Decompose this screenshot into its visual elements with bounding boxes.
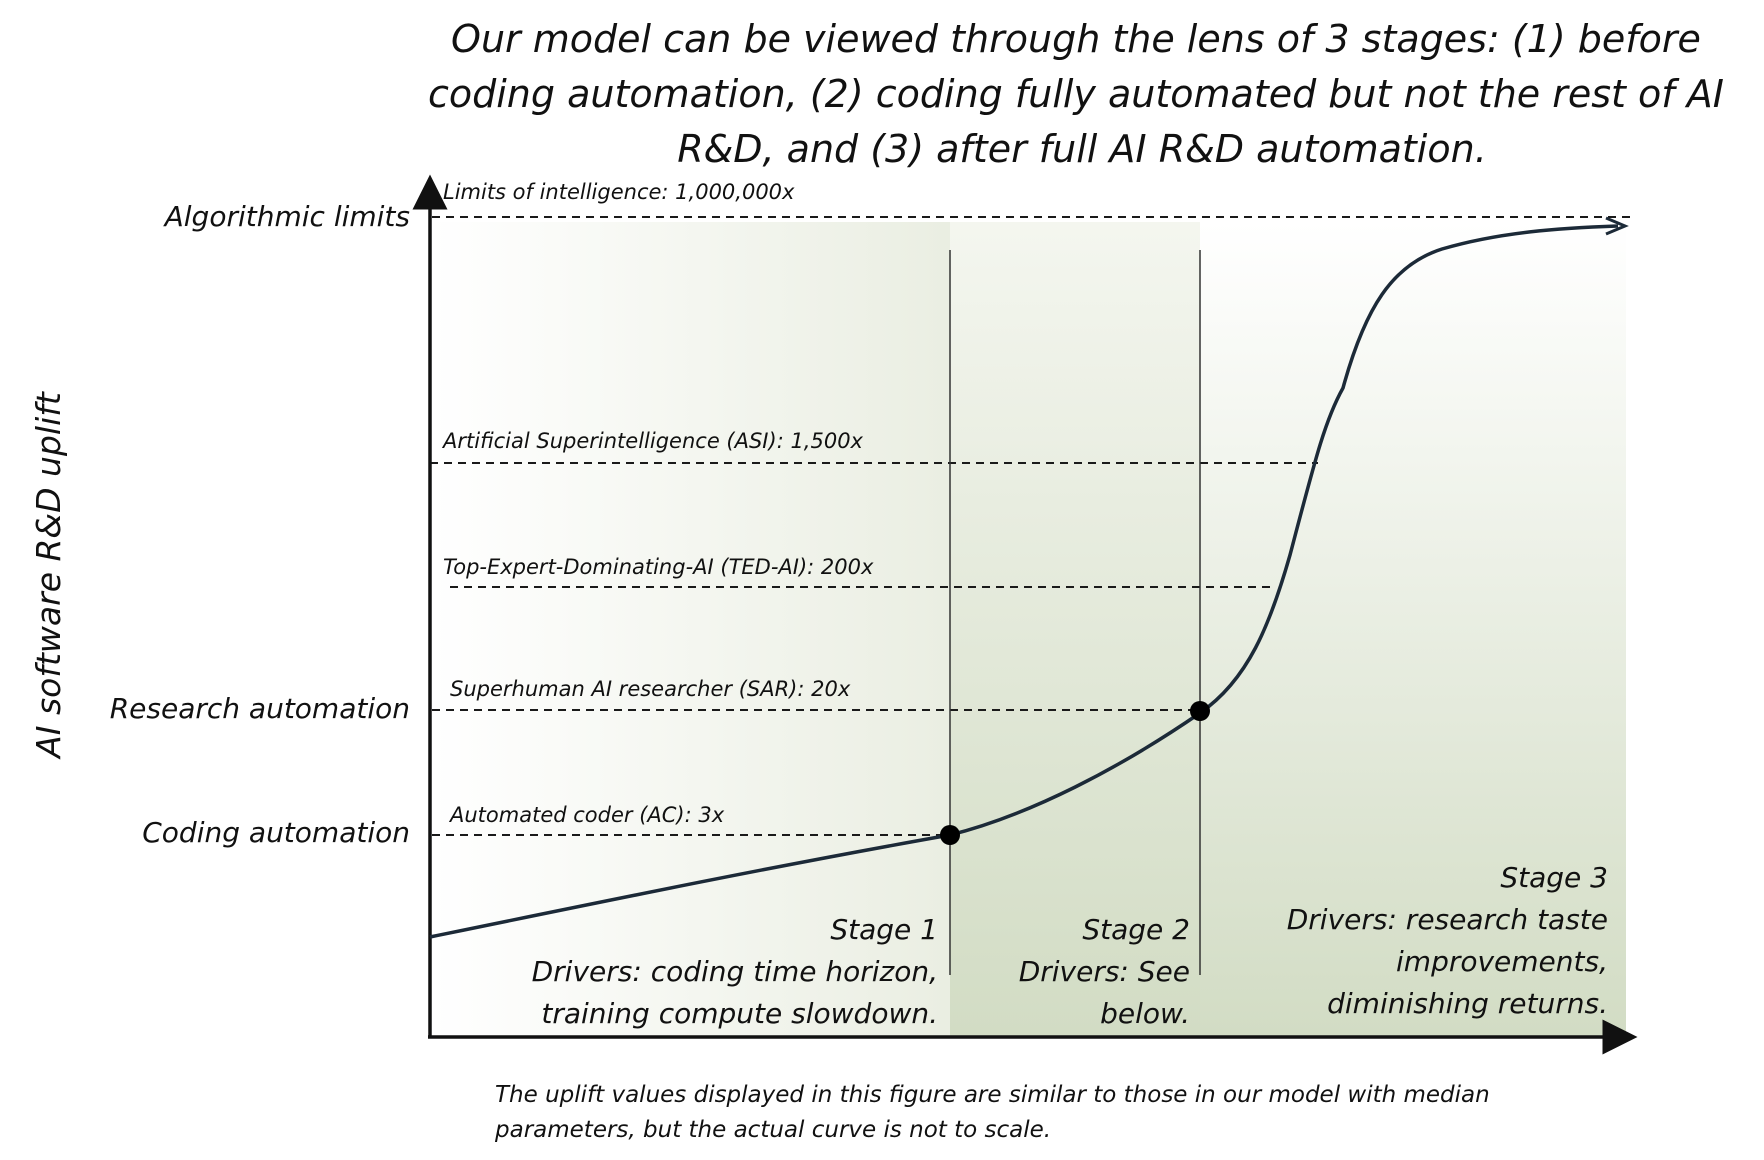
figure-title-line-3: R&D, and (3) after full AI R&D automatio…: [677, 127, 1487, 171]
coding-automation-point: [940, 825, 960, 845]
stage3-region: [1200, 222, 1626, 1037]
stage3-drivers-line-2: improvements,: [1396, 945, 1608, 978]
research-automation-point: [1190, 701, 1210, 721]
stage2-drivers-line-1: Drivers: See: [1019, 955, 1190, 988]
stage1-region: [430, 222, 950, 1037]
milestone-ac-label: Automated coder (AC): 3x: [448, 803, 725, 827]
milestone-ted-ai-label: Top-Expert-Dominating-AI (TED-AI): 200x: [443, 555, 874, 579]
footnote-line-2: parameters, but the actual curve is not …: [494, 1117, 1051, 1143]
stage1-drivers-line-1: Drivers: coding time horizon,: [532, 955, 938, 988]
stage1-title: Stage 1: [830, 913, 938, 946]
figure-title-line-2: coding automation, (2) coding fully auto…: [428, 72, 1724, 116]
stage1-drivers-line-2: training compute slowdown.: [541, 997, 938, 1030]
figure-title-line-1: Our model can be viewed through the lens…: [451, 17, 1701, 61]
milestone-asi-label: Artificial Superintelligence (ASI): 1,50…: [441, 429, 864, 453]
level-label-algorithmic-limits: Algorithmic limits: [163, 200, 410, 233]
y-axis-label: AI software R&D uplift: [29, 391, 68, 760]
stage3-drivers-line-1: Drivers: research taste: [1287, 903, 1608, 936]
footnote: The uplift values displayed in this figu…: [494, 1082, 1497, 1143]
footnote-line-1: The uplift values displayed in this figu…: [495, 1082, 1490, 1108]
milestone-sar-label: Superhuman AI researcher (SAR): 20x: [450, 677, 851, 701]
level-label-coding-automation: Coding automation: [142, 816, 410, 849]
milestone-limits-label: Limits of intelligence: 1,000,000x: [443, 180, 795, 204]
uplift-curve: [429, 224, 1619, 939]
stage2-region: [950, 222, 1200, 1037]
stage2-drivers-line-2: below.: [1100, 997, 1190, 1030]
stage3-drivers-line-3: diminishing returns.: [1327, 987, 1608, 1020]
level-label-research-automation: Research automation: [110, 692, 410, 725]
stage3-title: Stage 3: [1500, 861, 1608, 894]
figure-title: Our model can be viewed through the lens…: [428, 17, 1736, 171]
stage2-title: Stage 2: [1082, 913, 1190, 946]
curve-arrowhead: [1605, 216, 1629, 236]
